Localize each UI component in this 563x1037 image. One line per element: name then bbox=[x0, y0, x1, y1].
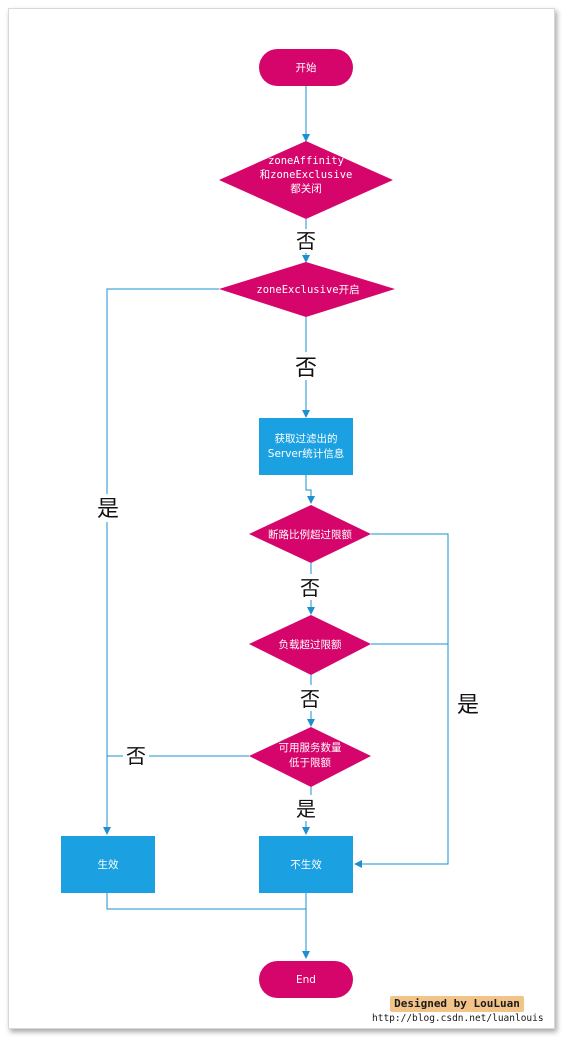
label-bg bbox=[94, 494, 122, 522]
process-get-server-stats-line2: Server统计信息 bbox=[268, 447, 344, 460]
decision-breaker-ratio bbox=[249, 505, 371, 563]
edge-breaker-yes bbox=[354, 533, 449, 868]
decision-exclusive-on bbox=[219, 262, 395, 317]
process-effective bbox=[61, 836, 155, 893]
process-get-server-stats-line1: 获取过滤出的 bbox=[275, 432, 338, 445]
label-bg bbox=[292, 352, 320, 380]
decision-both-off-line2: 和zoneExclusive bbox=[260, 169, 353, 181]
edge-effective-to-end bbox=[106, 893, 306, 910]
decision-both-off-line3: 都关闭 bbox=[290, 182, 322, 195]
edge-label-no-2: 否 bbox=[295, 356, 317, 381]
credit-title: Designed by LouLuan bbox=[394, 997, 520, 1010]
label-bg bbox=[297, 685, 323, 711]
end-terminal bbox=[259, 961, 353, 998]
decision-both-off bbox=[219, 141, 393, 219]
decision-available-line2: 低于限额 bbox=[289, 756, 331, 769]
edge-label-yes-left: 是 bbox=[97, 497, 119, 522]
label-bg bbox=[293, 795, 319, 821]
credit-url: http://blog.csdn.net/luanlouis bbox=[372, 1013, 544, 1024]
decision-available-line1: 可用服务数量 bbox=[279, 741, 342, 754]
edge-decision2-yes-to-effective bbox=[103, 288, 219, 835]
start-terminal bbox=[259, 49, 353, 86]
edges bbox=[103, 86, 449, 959]
start-label: 开始 bbox=[296, 61, 317, 74]
process-effective-label: 生效 bbox=[98, 858, 119, 871]
decision-exclusive-on-label: zoneExclusive开启 bbox=[256, 283, 359, 296]
label-bg bbox=[454, 690, 482, 718]
process-get-server-stats bbox=[259, 418, 353, 475]
decision-load bbox=[249, 615, 371, 675]
credit-badge bbox=[390, 996, 524, 1012]
edge-label-no-1: 否 bbox=[296, 229, 316, 253]
decision-available bbox=[249, 727, 371, 787]
edge-label-yes-right: 是 bbox=[457, 693, 479, 718]
decision-breaker-ratio-label: 断路比例超过限额 bbox=[268, 528, 352, 541]
decision-load-label: 负载超过限额 bbox=[279, 638, 342, 651]
process-not-effective-label: 不生效 bbox=[290, 858, 322, 871]
end-label: End bbox=[296, 974, 316, 986]
edge-label-no-4: 否 bbox=[300, 687, 320, 711]
label-bg bbox=[294, 229, 318, 253]
label-bg bbox=[123, 742, 149, 768]
label-bg bbox=[297, 574, 323, 600]
edge-process-to-breaker bbox=[305, 475, 315, 504]
edge-label-no-left: 否 bbox=[126, 744, 146, 768]
process-not-effective bbox=[259, 836, 353, 893]
edge-label-no-3: 否 bbox=[300, 576, 320, 600]
decision-both-off-line1: zoneAffinity bbox=[268, 155, 344, 167]
edge-label-yes-bottom: 是 bbox=[296, 797, 316, 821]
